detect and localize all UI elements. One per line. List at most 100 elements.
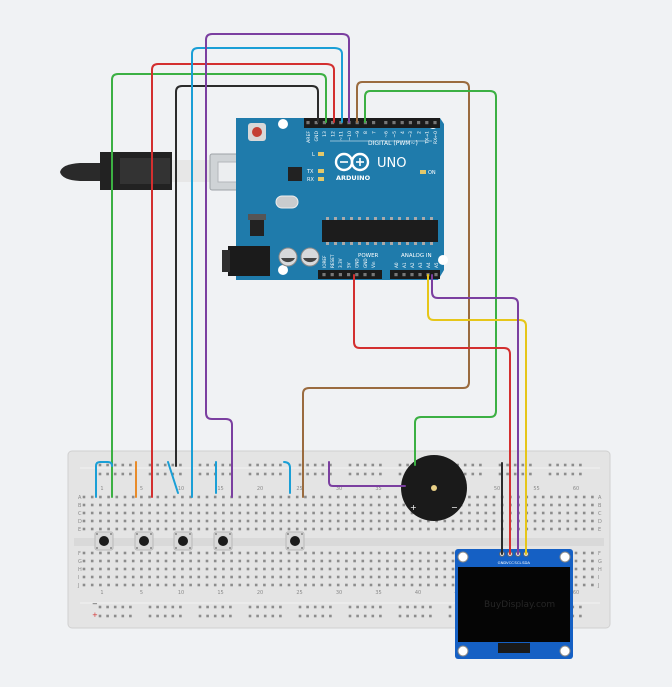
rail-hole[interactable] — [156, 614, 159, 618]
breadboard-hole[interactable] — [213, 511, 217, 515]
breadboard-hole[interactable] — [205, 527, 209, 531]
rail-hole[interactable] — [198, 614, 202, 618]
rail-hole[interactable] — [229, 614, 232, 618]
breadboard-hole[interactable] — [115, 575, 119, 579]
breadboard-hole[interactable] — [582, 511, 586, 515]
breadboard-hole[interactable] — [205, 503, 209, 507]
breadboard-hole[interactable] — [287, 495, 291, 499]
breadboard-hole[interactable] — [140, 511, 143, 515]
rail-hole[interactable] — [98, 614, 102, 618]
breadboard-hole[interactable] — [427, 559, 430, 563]
breadboard-hole[interactable] — [328, 511, 332, 515]
breadboard-hole[interactable] — [377, 495, 381, 499]
breadboard-hole[interactable] — [164, 583, 168, 587]
rail-hole[interactable] — [548, 472, 552, 476]
breadboard-hole[interactable] — [476, 527, 479, 531]
breadboard-hole[interactable] — [107, 551, 110, 555]
breadboard-hole[interactable] — [213, 559, 217, 563]
analog-pin-hole[interactable] — [394, 273, 398, 277]
breadboard-hole[interactable] — [90, 583, 94, 587]
breadboard-hole[interactable] — [558, 519, 561, 523]
breadboard-hole[interactable] — [435, 551, 438, 555]
breadboard-hole[interactable] — [254, 575, 258, 579]
breadboard-hole[interactable] — [90, 527, 94, 531]
breadboard-hole[interactable] — [238, 583, 242, 587]
rail-hole[interactable] — [479, 472, 482, 476]
breadboard-hole[interactable] — [369, 567, 373, 571]
breadboard-hole[interactable] — [468, 519, 471, 523]
rail-hole[interactable] — [298, 472, 302, 476]
breadboard-hole[interactable] — [394, 495, 397, 499]
breadboard-hole[interactable] — [410, 511, 414, 515]
breadboard-hole[interactable] — [295, 575, 299, 579]
breadboard-hole[interactable] — [369, 511, 373, 515]
breadboard-hole[interactable] — [271, 559, 274, 563]
pushbutton[interactable] — [173, 531, 193, 551]
breadboard-hole[interactable] — [295, 503, 299, 507]
rail-hole[interactable] — [129, 472, 132, 476]
breadboard-hole[interactable] — [427, 519, 430, 523]
breadboard-hole[interactable] — [164, 551, 168, 555]
breadboard-hole[interactable] — [140, 519, 143, 523]
breadboard-hole[interactable] — [115, 583, 119, 587]
rail-hole[interactable] — [371, 472, 375, 476]
breadboard-hole[interactable] — [189, 575, 192, 579]
breadboard-hole[interactable] — [574, 527, 578, 531]
breadboard-hole[interactable] — [435, 519, 438, 523]
rail-hole[interactable] — [348, 614, 352, 618]
breadboard-hole[interactable] — [476, 495, 479, 499]
breadboard-hole[interactable] — [263, 559, 266, 563]
breadboard-hole[interactable] — [369, 559, 373, 563]
breadboard-hole[interactable] — [328, 519, 332, 523]
breadboard-hole[interactable] — [246, 519, 250, 523]
power-pin-hole[interactable] — [355, 273, 359, 277]
breadboard-hole[interactable] — [377, 527, 381, 531]
breadboard-hole[interactable] — [123, 527, 127, 531]
rail-hole[interactable] — [148, 472, 152, 476]
breadboard-hole[interactable] — [427, 551, 430, 555]
rail-hole[interactable] — [471, 472, 475, 476]
breadboard-hole[interactable] — [230, 551, 233, 555]
breadboard-hole[interactable] — [328, 559, 332, 563]
breadboard-hole[interactable] — [189, 527, 192, 531]
breadboard-hole[interactable] — [558, 511, 561, 515]
rail-hole[interactable] — [198, 472, 202, 476]
breadboard-hole[interactable] — [205, 551, 209, 555]
breadboard-hole[interactable] — [312, 551, 315, 555]
breadboard-hole[interactable] — [574, 575, 578, 579]
breadboard-hole[interactable] — [131, 503, 135, 507]
breadboard-hole[interactable] — [476, 511, 479, 515]
rail-hole[interactable] — [263, 463, 267, 467]
breadboard-hole[interactable] — [410, 567, 414, 571]
rail-hole[interactable] — [498, 463, 502, 467]
breadboard-hole[interactable] — [99, 567, 102, 571]
breadboard-hole[interactable] — [550, 495, 553, 499]
breadboard-hole[interactable] — [435, 583, 438, 587]
breadboard-hole[interactable] — [377, 551, 381, 555]
breadboard-hole[interactable] — [82, 527, 86, 531]
breadboard-hole[interactable] — [418, 559, 422, 563]
breadboard-hole[interactable] — [574, 503, 578, 507]
breadboard-hole[interactable] — [353, 519, 356, 523]
breadboard-hole[interactable] — [394, 583, 397, 587]
rail-hole[interactable] — [579, 463, 582, 467]
breadboard-hole[interactable] — [230, 575, 233, 579]
rail-hole[interactable] — [329, 614, 332, 618]
breadboard-hole[interactable] — [345, 527, 348, 531]
breadboard-hole[interactable] — [427, 575, 430, 579]
breadboard-hole[interactable] — [312, 559, 315, 563]
breadboard-hole[interactable] — [410, 583, 414, 587]
rail-hole[interactable] — [121, 463, 125, 467]
breadboard-hole[interactable] — [328, 503, 332, 507]
breadboard-hole[interactable] — [230, 567, 233, 571]
rail-hole[interactable] — [121, 472, 125, 476]
breadboard-hole[interactable] — [222, 575, 225, 579]
breadboard-hole[interactable] — [254, 495, 258, 499]
rail-hole[interactable] — [471, 463, 475, 467]
rail-hole[interactable] — [371, 614, 375, 618]
power-pin-hole[interactable] — [322, 273, 326, 277]
breadboard-hole[interactable] — [131, 575, 135, 579]
breadboard-hole[interactable] — [82, 575, 86, 579]
rail-hole[interactable] — [271, 463, 275, 467]
breadboard-hole[interactable] — [591, 583, 594, 587]
